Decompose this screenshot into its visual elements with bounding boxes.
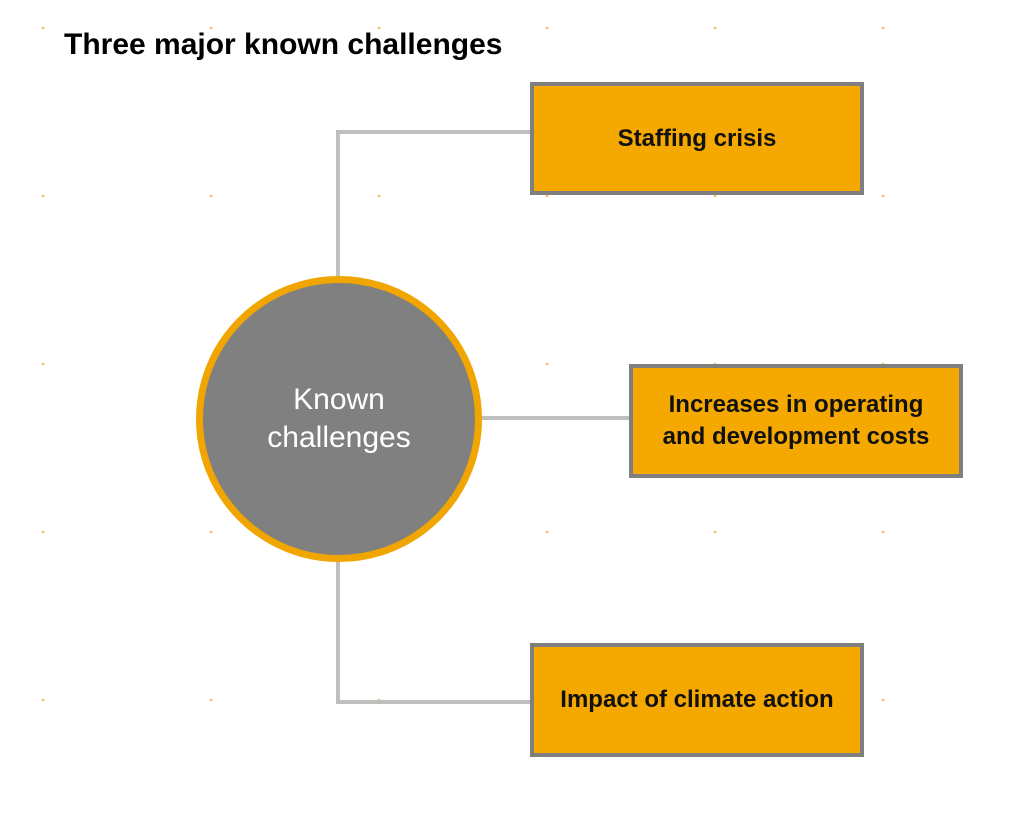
page-title: Three major known challenges [64, 28, 503, 61]
grid-dot [881, 194, 885, 198]
grid-dot [545, 362, 549, 366]
grid-dot [545, 194, 549, 198]
grid-dot [209, 26, 213, 30]
grid-dot [881, 530, 885, 534]
connector-climate [336, 556, 530, 704]
grid-dot [881, 26, 885, 30]
grid-dot [545, 530, 549, 534]
connector-staffing [336, 130, 530, 278]
grid-dot [41, 194, 45, 198]
grid-dot [209, 698, 213, 702]
grid-dot [881, 698, 885, 702]
challenge-label: Impact of climate action [560, 686, 834, 713]
challenge-box-staffing: Staffing crisis [530, 82, 864, 195]
grid-dot [713, 26, 717, 30]
challenge-label: Staffing crisis [617, 124, 777, 152]
grid-dot [209, 194, 213, 198]
challenge-label: Increases in operating and development c… [662, 391, 930, 450]
grid-dot [209, 530, 213, 534]
grid-dot [713, 194, 717, 198]
challenge-box-costs: Increases in operating and development c… [629, 364, 963, 478]
grid-dot [41, 26, 45, 30]
grid-dot [377, 26, 381, 30]
challenge-box-climate: Impact of climate action [530, 643, 864, 757]
hub-label: Known challenges [267, 383, 411, 454]
grid-dot [377, 194, 381, 198]
grid-dot [545, 26, 549, 30]
hub-circle: Known challenges [196, 276, 482, 562]
grid-dot [41, 362, 45, 366]
grid-dot [41, 530, 45, 534]
grid-dot [713, 530, 717, 534]
grid-dot [41, 698, 45, 702]
